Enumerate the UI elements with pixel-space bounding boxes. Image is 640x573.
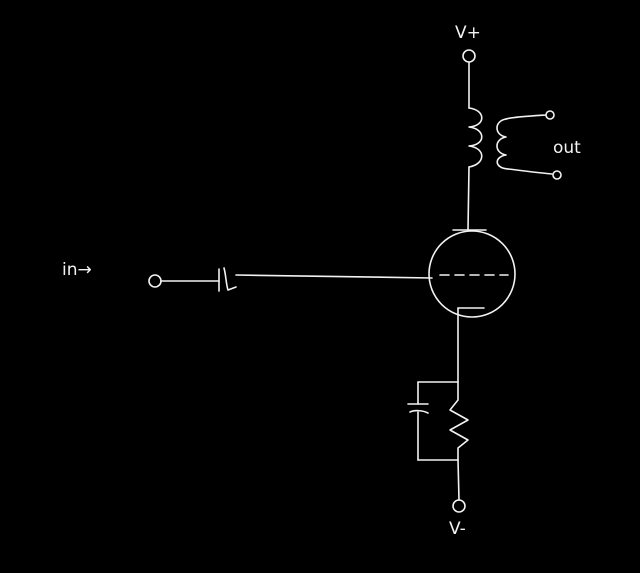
wire-bias-to-vminus xyxy=(457,459,460,501)
transformer-primary-coil xyxy=(468,107,483,168)
output-lead-top xyxy=(505,114,547,120)
cathode-resistor xyxy=(449,381,469,461)
vacuum-tube xyxy=(428,229,516,318)
input-terminal xyxy=(148,274,162,288)
wire-primary-to-plate xyxy=(467,166,470,231)
output-terminal-top xyxy=(545,110,555,120)
wire-capacitor-to-grid xyxy=(235,274,433,279)
coupling-capacitor-plate-right xyxy=(223,267,237,291)
output-label: out xyxy=(553,138,581,158)
output-terminal-bottom xyxy=(552,170,562,180)
v-plus-label: V+ xyxy=(455,23,481,43)
output-lead-bottom xyxy=(507,168,553,175)
v-minus-terminal xyxy=(452,499,466,513)
coupling-capacitor xyxy=(218,267,237,292)
transformer-secondary-coil xyxy=(496,118,509,170)
v-plus-terminal xyxy=(462,49,476,63)
bypass-capacitor-plate-bottom xyxy=(409,409,429,414)
cathode-bias-network xyxy=(407,381,469,461)
input-label: in→ xyxy=(62,260,92,280)
tube-envelope xyxy=(428,230,516,318)
v-minus-label: V- xyxy=(449,519,466,539)
